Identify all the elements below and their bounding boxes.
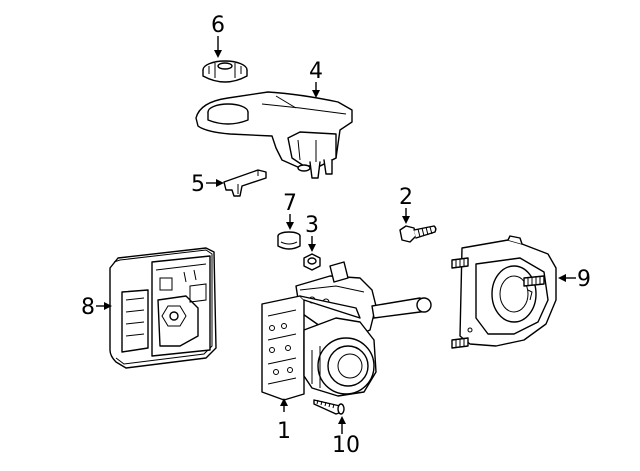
reservoir-cap-icon (202, 60, 248, 83)
retainer-clip-icon (223, 169, 267, 197)
callout-4: 4 (309, 59, 323, 84)
abs-hydraulic-modulator-icon (261, 261, 432, 401)
screw-icon (313, 399, 345, 415)
callout-10: 10 (332, 433, 360, 458)
bolt-icon (399, 225, 437, 243)
callout-3: 3 (305, 213, 319, 238)
callout-2: 2 (399, 185, 413, 210)
callout-9: 9 (577, 267, 591, 292)
control-module-icon (109, 247, 217, 369)
nut-icon (303, 253, 321, 271)
callout-leaders (96, 36, 576, 434)
grommet-icon (277, 231, 301, 250)
gasket-plate-icon (451, 235, 557, 349)
callout-1: 1 (277, 419, 291, 444)
reservoir-icon (195, 91, 353, 179)
callout-6: 6 (211, 13, 225, 38)
callout-7: 7 (283, 191, 297, 216)
callout-8: 8 (81, 295, 95, 320)
callout-5: 5 (191, 172, 205, 197)
